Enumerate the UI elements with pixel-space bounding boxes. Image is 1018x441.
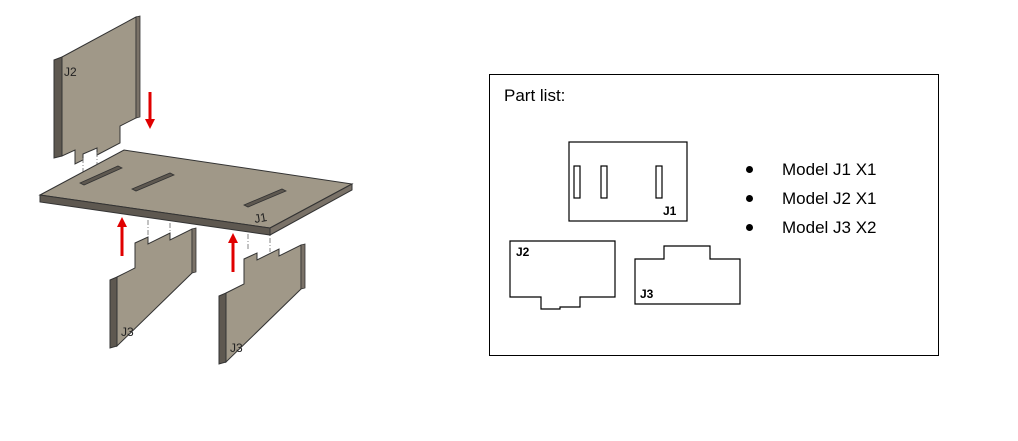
- part-list-title: Part list:: [504, 86, 566, 105]
- label-j3-left: J3: [121, 325, 134, 339]
- bullet-icon: [746, 166, 753, 173]
- panel-j2: J2: [53, 15, 141, 165]
- part-outlines: J1 J2 J3: [509, 141, 741, 310]
- bom-item: Model J3 X2: [736, 213, 877, 242]
- part-j1-label: J1: [663, 204, 677, 218]
- part-list-panel: Part list: J1 J2 J3 Model J1 X1 Model J2…: [489, 74, 939, 356]
- bom-item-text: Model J3 X2: [782, 218, 877, 237]
- bom-item-text: Model J1 X1: [782, 160, 877, 179]
- bom-item: Model J1 X1: [736, 155, 877, 184]
- label-j1: J1: [253, 210, 268, 226]
- bill-of-materials: Model J1 X1 Model J2 X1 Model J3 X2: [736, 155, 877, 242]
- bullet-icon: [746, 195, 753, 202]
- panel-j3-left: J3: [109, 227, 197, 349]
- part-j1-outline: J1: [568, 141, 688, 222]
- label-j2: J2: [64, 65, 77, 79]
- part-j2-outline: J2: [509, 240, 616, 310]
- part-j3-outline: J3: [634, 245, 741, 305]
- bom-item-text: Model J2 X1: [782, 189, 877, 208]
- label-j3-right: J3: [230, 341, 243, 355]
- bullet-icon: [746, 224, 753, 231]
- assembly-diagram: J2 J1 J3 J3: [38, 15, 354, 365]
- part-j3-label: J3: [640, 287, 654, 301]
- part-j2-label: J2: [516, 245, 530, 259]
- bom-item: Model J2 X1: [736, 184, 877, 213]
- panel-j1: J1: [38, 149, 354, 236]
- panel-j3-right: J3: [218, 243, 306, 365]
